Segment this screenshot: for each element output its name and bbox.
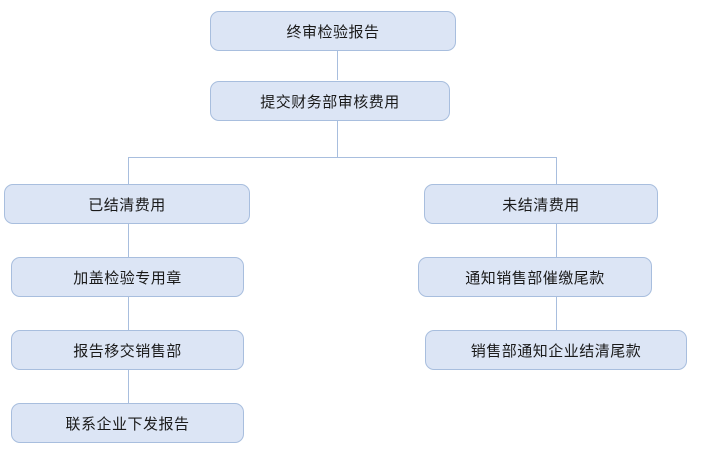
edge-n3-n4 [128,224,129,257]
node-sales-notify-enterprise-settle[interactable]: 销售部通知企业结清尾款 [425,330,687,370]
edge-n5-n6 [128,370,129,403]
node-final-inspection-report[interactable]: 终审检验报告 [210,11,456,51]
node-notify-sales-collect-balance[interactable]: 通知销售部催缴尾款 [418,257,652,297]
node-report-to-sales-dept[interactable]: 报告移交销售部 [11,330,244,370]
edge-n1-n2 [337,51,338,80]
edge-bus-to-left [128,157,129,184]
edge-n2-split [337,121,338,157]
edge-split-bus [128,157,557,158]
node-affix-inspection-seal[interactable]: 加盖检验专用章 [11,257,244,297]
node-fees-unsettled[interactable]: 未结清费用 [424,184,658,224]
node-submit-finance-review[interactable]: 提交财务部审核费用 [210,81,450,121]
edge-n7-n8 [556,224,557,257]
edge-n8-n9 [556,297,557,330]
node-fees-settled[interactable]: 已结清费用 [4,184,250,224]
edge-n4-n5 [128,297,129,330]
edge-bus-to-right [556,157,557,184]
node-contact-enterprise-issue-report[interactable]: 联系企业下发报告 [11,403,244,443]
